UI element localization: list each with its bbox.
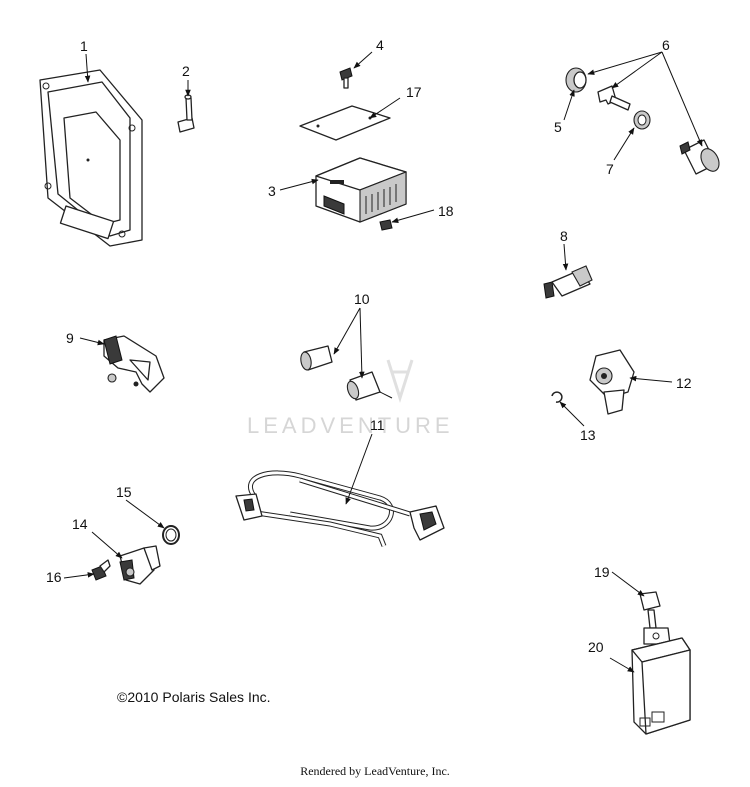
part-11-harness: [235, 470, 445, 547]
callout-6: 6: [662, 37, 670, 53]
part-10-fuse-b: [346, 371, 393, 401]
callout-20: 20: [588, 639, 604, 655]
callout-12: 12: [676, 375, 692, 391]
callout-19: 19: [594, 564, 610, 580]
callout-15: 15: [116, 484, 132, 500]
part-15-o-ring: [162, 525, 180, 545]
callout-18: 18: [438, 203, 454, 219]
callout-labels: 1 2 3 4 5 6 7 8 9 10 11 12 13 14 15 16 1…: [46, 37, 692, 655]
copyright-text: ©2010 Polaris Sales Inc.: [117, 689, 271, 705]
callout-3: 3: [268, 183, 276, 199]
callout-9: 9: [66, 330, 74, 346]
callout-10: 10: [354, 291, 370, 307]
callout-8: 8: [560, 228, 568, 244]
leader-lines: [63, 51, 703, 673]
part-6-clip: [597, 85, 631, 111]
part-1-ecm: [39, 69, 143, 247]
watermark-text: LEADVENTURE: [247, 413, 454, 438]
part-18-nut: [379, 219, 393, 231]
callout-7: 7: [606, 161, 614, 177]
callout-1: 1: [80, 38, 88, 54]
callout-2: 2: [182, 63, 190, 79]
part-17-plate: [299, 105, 391, 141]
part-7-ring: [633, 110, 651, 130]
part-9-sensor: [103, 335, 165, 393]
part-8-switch: [543, 265, 593, 299]
footer-credit: Rendered by LeadVenture, Inc.: [300, 764, 450, 778]
part-13-clip: [551, 391, 563, 403]
callout-16: 16: [46, 569, 62, 585]
part-2-bolt: [177, 94, 195, 133]
part-3-module: [315, 157, 407, 223]
callout-14: 14: [72, 516, 88, 532]
callout-13: 13: [580, 427, 596, 443]
part-19-bolt: [639, 591, 661, 629]
callout-11: 11: [370, 417, 385, 433]
part-10-fuse-a: [300, 345, 333, 371]
part-12-knock-sensor: [589, 349, 635, 415]
callout-17: 17: [406, 84, 422, 100]
part-5-cap: [565, 67, 587, 93]
callout-5: 5: [554, 119, 562, 135]
watermark: LEADVENTURE: [247, 359, 454, 438]
callout-4: 4: [376, 37, 384, 53]
part-14-sensor: [119, 545, 161, 585]
part-20-relay: [631, 627, 691, 735]
part-4-screw: [339, 67, 353, 89]
part-16-bolt: [91, 559, 111, 581]
